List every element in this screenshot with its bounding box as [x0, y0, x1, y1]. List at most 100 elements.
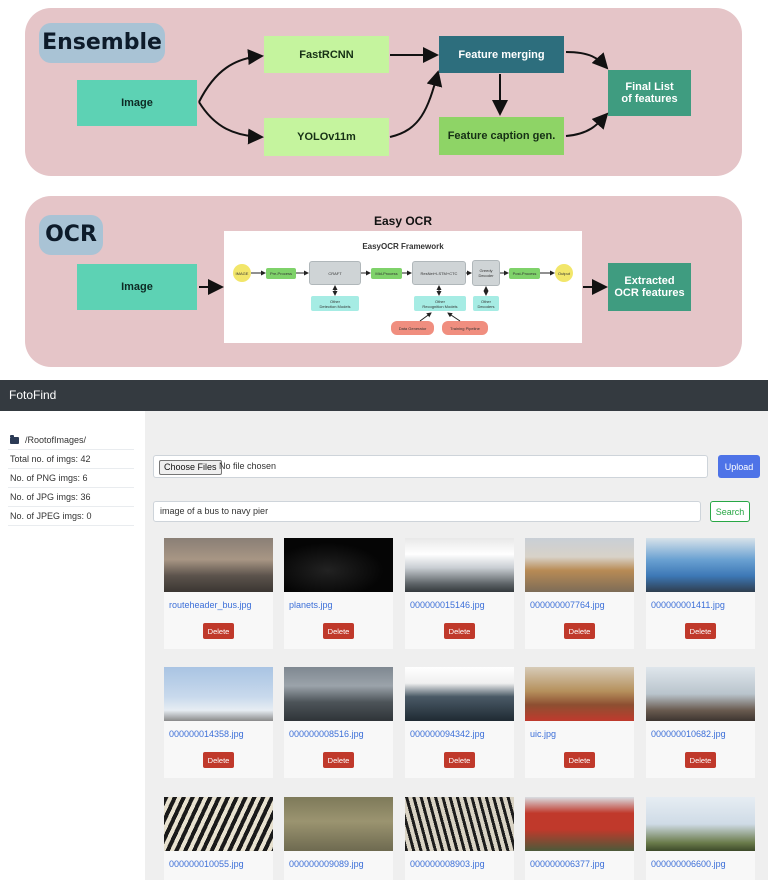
image-thumbnail[interactable] [164, 667, 273, 721]
image-thumbnail[interactable] [525, 538, 634, 592]
image-filename-link[interactable]: 000000006377.jpg [530, 859, 605, 869]
sidebar-jpeg: No. of JPEG imgs: 0 [8, 507, 134, 526]
image-thumbnail[interactable] [646, 797, 755, 851]
feature-merging-box: Feature merging [439, 36, 564, 73]
image-filename-link[interactable]: 000000007764.jpg [530, 600, 605, 610]
fw-data-generator: Data Generator [391, 321, 434, 335]
brand-link[interactable]: FotoFind [9, 388, 57, 402]
fw-dec-line2: Decoders [477, 303, 495, 309]
delete-button[interactable]: Delete [685, 623, 716, 639]
image-filename-link[interactable]: 000000014358.jpg [169, 729, 244, 739]
sidebar-jpg: No. of JPG imgs: 36 [8, 488, 134, 507]
delete-button[interactable]: Delete [323, 623, 354, 639]
fw-post-process: Post-Process [509, 268, 540, 279]
easyocr-heading: Easy OCR [373, 214, 433, 228]
image-filename-link[interactable]: planets.jpg [289, 600, 333, 610]
ocr-title: OCR [39, 215, 103, 255]
image-thumbnail[interactable] [646, 667, 755, 721]
fastrcnn-box: FastRCNN [264, 36, 389, 73]
sidebar-folder[interactable]: /RootofImages/ [8, 431, 134, 450]
easyocr-framework-figure: EasyOCR Framework IMAGE Pre-Process CRAF… [224, 231, 582, 343]
fw-dec-line1: Other [480, 298, 491, 304]
main-content: Choose Files No file chosen Upload image… [145, 411, 768, 880]
delete-button[interactable]: Delete [203, 752, 234, 768]
delete-button[interactable]: Delete [685, 752, 716, 768]
image-thumbnail[interactable] [525, 667, 634, 721]
fw-training-pipeline: Training Pipeline [442, 321, 488, 335]
image-card: 000000006377.jpg [525, 797, 634, 880]
image-thumbnail[interactable] [646, 538, 755, 592]
ocr-image-box: Image [77, 264, 197, 310]
extracted-ocr-box: Extracted OCR features [608, 263, 691, 311]
image-thumbnail[interactable] [164, 797, 273, 851]
image-filename-link[interactable]: 000000094342.jpg [410, 729, 485, 739]
sidebar-png: No. of PNG imgs: 6 [8, 469, 134, 488]
ensemble-title: Ensemble [39, 23, 165, 63]
yolo-box: YOLOv11m [264, 118, 389, 156]
delete-button[interactable]: Delete [444, 752, 475, 768]
fw-resnet: ResNet+LSTM+CTC [412, 261, 466, 285]
folder-icon [10, 435, 19, 444]
framework-title: EasyOCR Framework [362, 242, 444, 251]
fw-rec-line2: Recognition Models [422, 303, 458, 309]
fw-mid-process: Mid-Process [371, 268, 402, 279]
folder-label: /RootofImages/ [25, 435, 87, 445]
extracted-line1: Extracted [624, 275, 675, 287]
image-card: 000000008903.jpg [405, 797, 514, 880]
delete-button[interactable]: Delete [323, 752, 354, 768]
fw-other-decoders: Other Decoders [473, 296, 499, 311]
fw-output-node: Output [555, 264, 573, 282]
fw-pre-process: Pre-Process [266, 268, 296, 279]
image-thumbnail[interactable] [405, 667, 514, 721]
fw-image-node: IMAGE [233, 264, 251, 282]
image-filename-link[interactable]: 000000015146.jpg [410, 600, 485, 610]
image-filename-link[interactable]: 000000010682.jpg [651, 729, 726, 739]
image-filename-link[interactable]: 000000006600.jpg [651, 859, 726, 869]
image-filename-link[interactable]: 000000001411.jpg [651, 600, 725, 610]
sidebar: /RootofImages/ Total no. of imgs: 42 No.… [0, 411, 145, 880]
search-input[interactable]: image of a bus to navy pier [153, 501, 701, 522]
image-thumbnail[interactable] [284, 667, 393, 721]
image-thumbnail[interactable] [405, 797, 514, 851]
image-filename-link[interactable]: 000000008903.jpg [410, 859, 485, 869]
image-filename-link[interactable]: 000000008516.jpg [289, 729, 364, 739]
image-filename-link[interactable]: 000000009089.jpg [289, 859, 364, 869]
image-filename-link[interactable]: 000000010055.jpg [169, 859, 244, 869]
fw-craft: CRAFT [309, 261, 361, 285]
delete-button[interactable]: Delete [203, 623, 234, 639]
image-card: 000000010055.jpg [164, 797, 273, 880]
fotofind-app: FotoFind /RootofImages/ Total no. of img… [0, 380, 768, 880]
upload-button[interactable]: Upload [718, 455, 760, 478]
file-status: No file chosen [219, 461, 277, 471]
final-list-box: Final List of features [608, 70, 691, 116]
choose-files-button[interactable]: Choose Files [159, 460, 222, 475]
image-filename-link[interactable]: routeheader_bus.jpg [169, 600, 252, 610]
image-thumbnail[interactable] [284, 538, 393, 592]
navbar: FotoFind [0, 380, 768, 411]
fw-greedy-line1: Greedy [479, 268, 493, 273]
delete-button[interactable]: Delete [564, 623, 595, 639]
image-thumbnail[interactable] [525, 797, 634, 851]
file-picker: Choose Files No file chosen [153, 455, 708, 478]
final-list-line1: Final List [625, 81, 674, 93]
fw-other-detection: Other Detection Models [311, 296, 359, 311]
search-button[interactable]: Search [710, 501, 750, 522]
sidebar-total: Total no. of imgs: 42 [8, 450, 134, 469]
fw-rec-line1: Other [434, 298, 445, 304]
image-thumbnail[interactable] [164, 538, 273, 592]
delete-button[interactable]: Delete [444, 623, 475, 639]
image-thumbnail[interactable] [284, 797, 393, 851]
fw-greedy-decoder: Greedy Decoder [472, 260, 500, 286]
extracted-line2: OCR features [614, 287, 685, 299]
image-thumbnail[interactable] [405, 538, 514, 592]
delete-button[interactable]: Delete [564, 752, 595, 768]
image-filename-link[interactable]: uic.jpg [530, 729, 557, 739]
